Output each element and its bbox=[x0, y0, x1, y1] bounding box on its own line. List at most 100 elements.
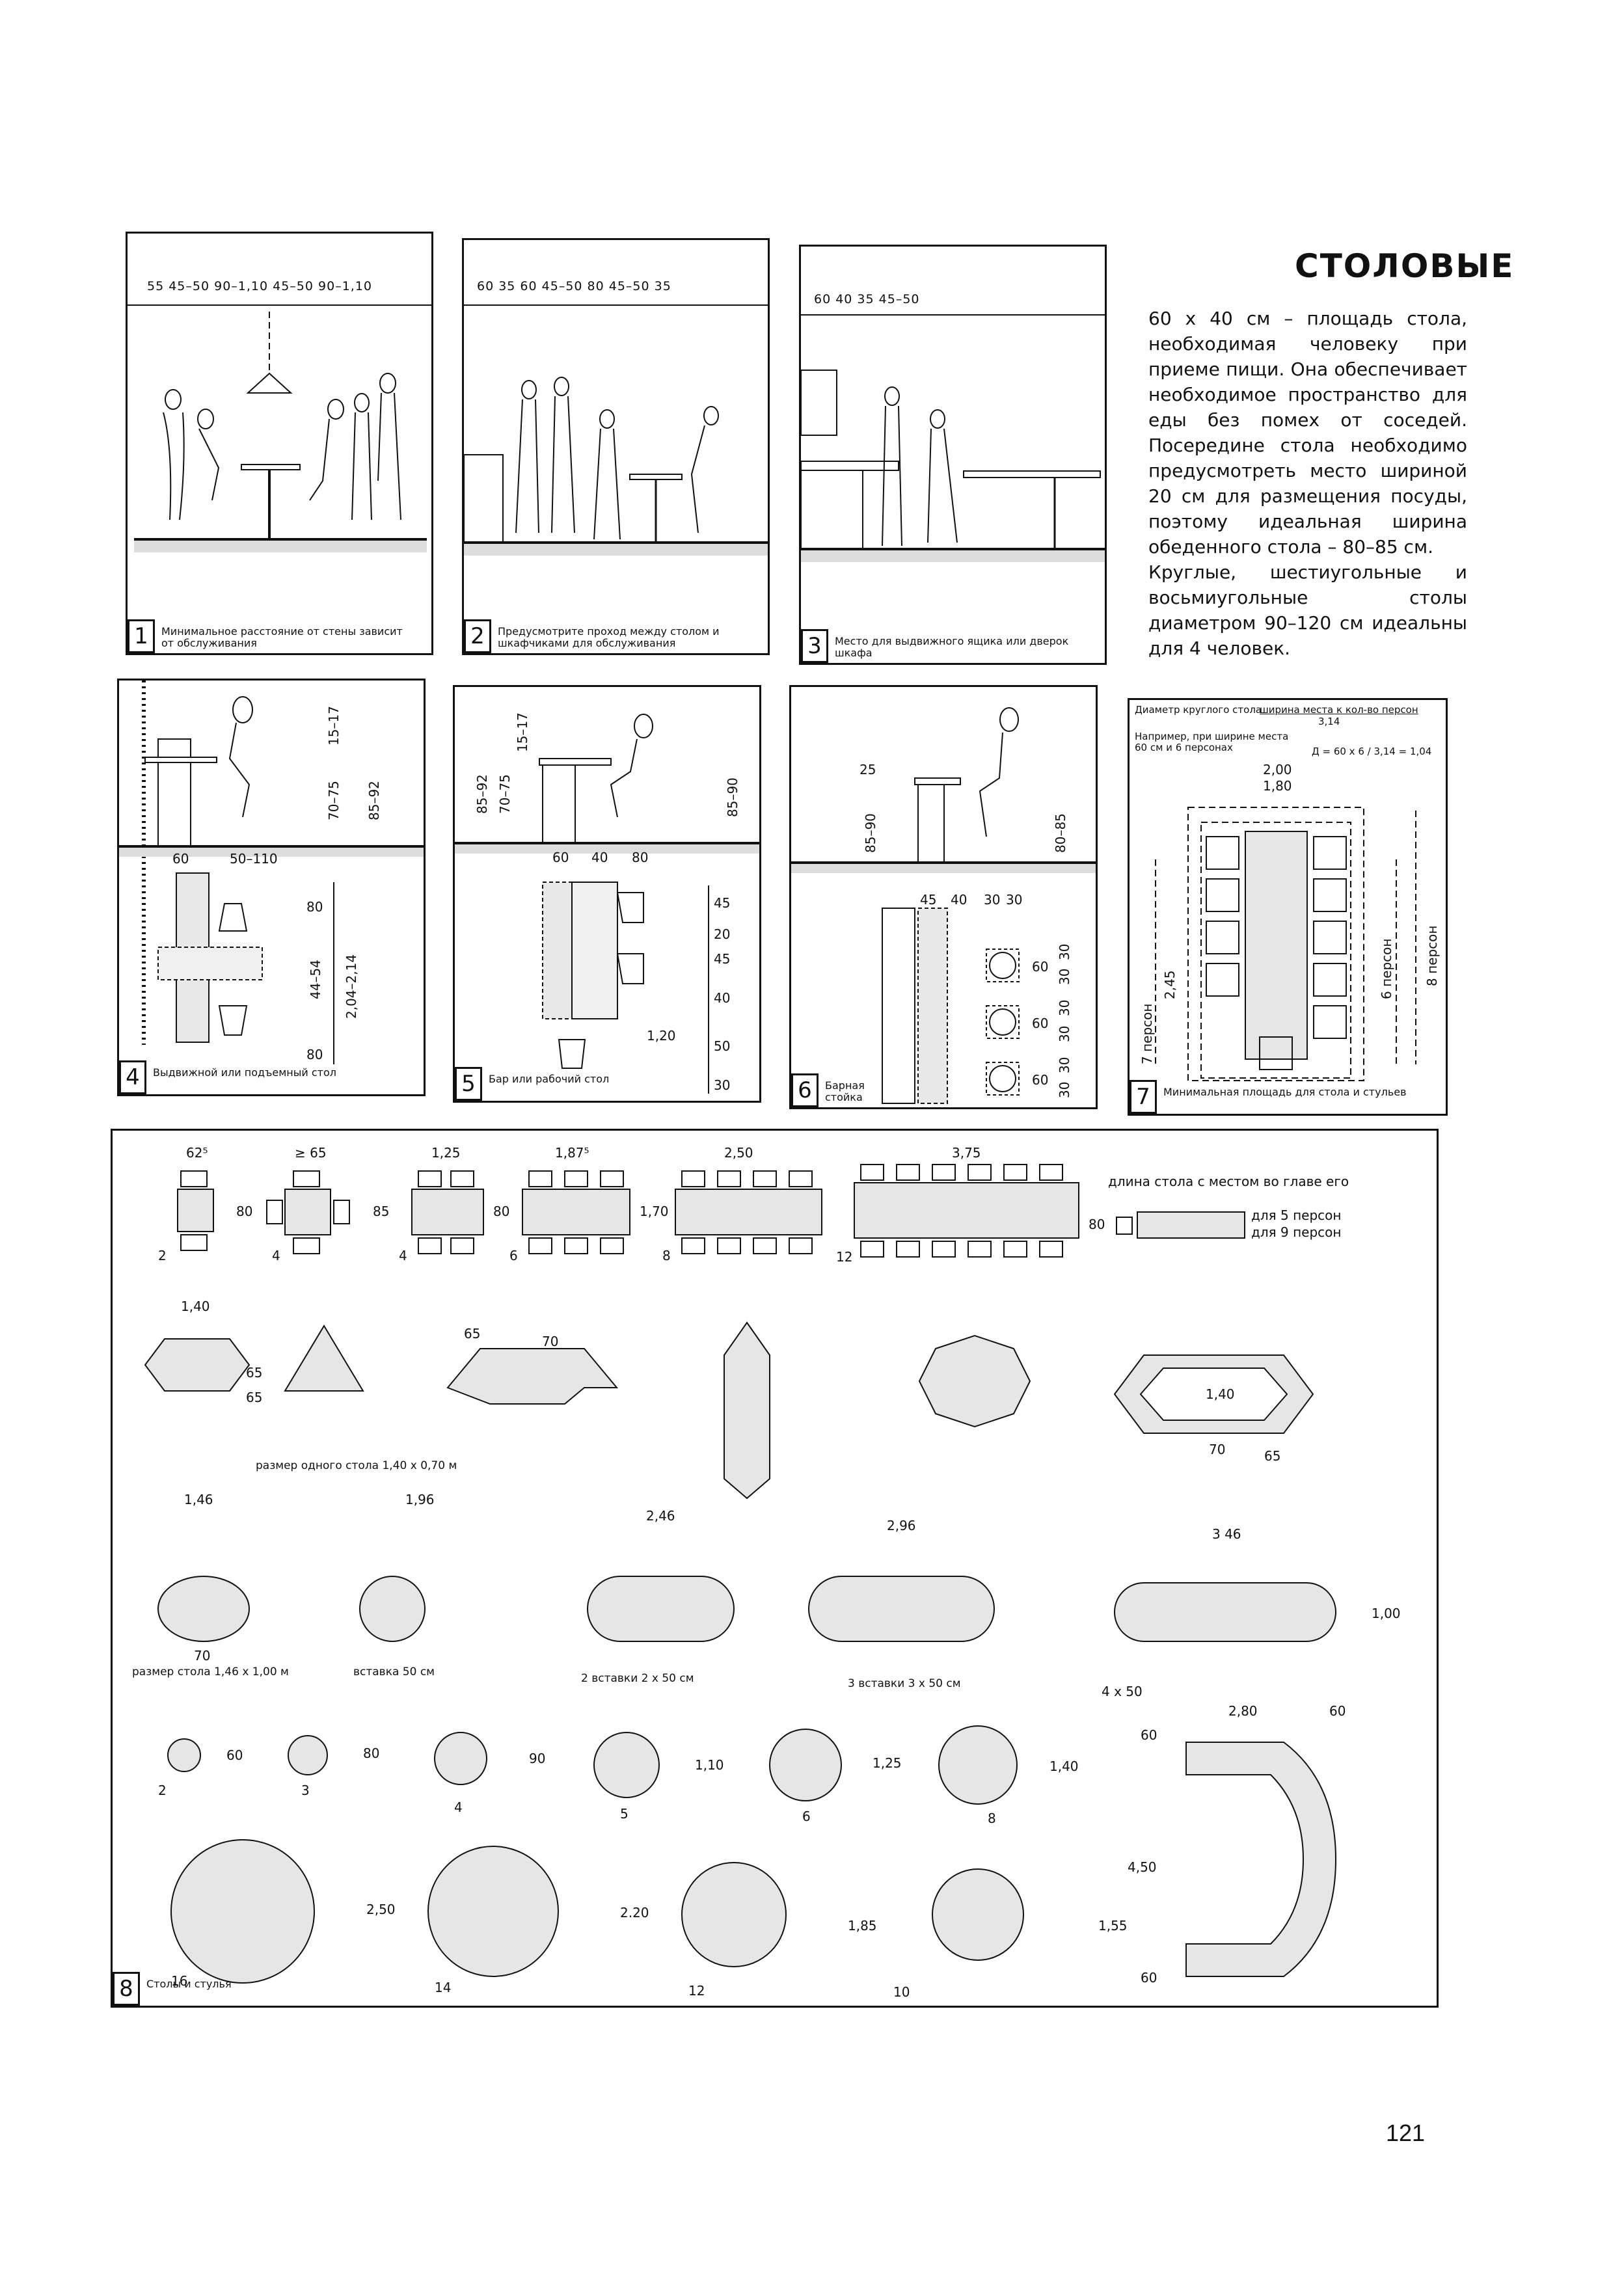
row4-round-tables bbox=[167, 1725, 1018, 1805]
p8-r1-count-5: 12 bbox=[836, 1249, 853, 1265]
panel-5-caption: 5 Бар или рабочий стол bbox=[455, 1067, 609, 1101]
p7-formula-label: Диаметр круглого стола bbox=[1135, 704, 1262, 716]
p8-r1-count-2: 4 bbox=[399, 1248, 407, 1263]
panel-3-caption: 3 Место для выдвижного ящика или дверок … bbox=[801, 629, 1076, 663]
panel-4: 60 50–110 80 44–54 2,04–2,14 80 15–17 70… bbox=[117, 679, 426, 1096]
panel-7-caption: 7 Минимальная площадь для стола и стулье… bbox=[1130, 1080, 1437, 1114]
panel-3-illustration bbox=[801, 314, 1105, 562]
p8-r5-count-0: 16 bbox=[171, 1973, 188, 1989]
p6-label-30-5: 30 bbox=[1057, 1057, 1072, 1073]
p4-label-50-110: 50–110 bbox=[230, 851, 278, 867]
p8-r4-count-5: 8 bbox=[988, 1811, 996, 1826]
p6-label-30-6: 30 bbox=[1057, 1081, 1072, 1098]
panel-2-dims: 60 35 60 45–50 80 45–50 35 bbox=[477, 279, 671, 293]
u-shaped-table bbox=[1185, 1742, 1337, 1977]
p5-label-70-75: 70–75 bbox=[497, 774, 513, 814]
panel-1-illustration bbox=[128, 304, 431, 552]
p8-r1-count-1: 4 bbox=[272, 1248, 280, 1263]
panel-8-number: 8 bbox=[113, 1972, 140, 2006]
p6-label-30-1: 30 bbox=[1057, 943, 1072, 960]
p4-label-80a: 80 bbox=[306, 899, 323, 915]
p6-label-30a: 30 bbox=[984, 892, 1001, 908]
p5-label-45b: 45 bbox=[714, 951, 731, 967]
p6-label-80-85: 80–85 bbox=[1053, 813, 1068, 853]
p8-r4-dim-5: 1,40 bbox=[1049, 1758, 1079, 1774]
panel-1-caption: 1 Минимальное расстояние от стены зависи… bbox=[128, 619, 409, 653]
p8-r2-dim-1: 65 bbox=[246, 1365, 263, 1381]
p8-r4-dim-4: 1,25 bbox=[873, 1755, 902, 1771]
body-paragraph-2: Круглые, шестиугольные и восьмиугольные … bbox=[1148, 561, 1467, 659]
p8-r5-count-3: 10 bbox=[893, 1984, 910, 2000]
p8-r1-count-3: 6 bbox=[509, 1248, 518, 1263]
p8-r3-dim-2: 2,46 bbox=[646, 1508, 675, 1524]
p4-label-60: 60 bbox=[172, 851, 189, 867]
row1-rect-tables bbox=[177, 1164, 1245, 1258]
p6-label-30-2: 30 bbox=[1057, 968, 1072, 985]
panel-1: 55 45–50 90–1,10 45–50 90–1,10 1 Минимал… bbox=[126, 232, 433, 655]
p8-r5-dim-1: 2.20 bbox=[620, 1905, 649, 1920]
p8-r1-dim-4: 2,50 bbox=[724, 1145, 753, 1161]
p8-r1-dim-2: 1,25 bbox=[431, 1145, 461, 1161]
p7-formula-denom: 3,14 bbox=[1318, 716, 1340, 727]
p8-r3-note-2: 2 вставки 2 x 50 см bbox=[581, 1672, 694, 1685]
p8-r1-dim-5: 3,75 bbox=[952, 1145, 981, 1161]
p7-label-2-00: 2,00 bbox=[1263, 762, 1292, 777]
p8-r1-dim-0: 62⁵ bbox=[186, 1145, 208, 1161]
panel-5-caption-text: Бар или рабочий стол bbox=[489, 1073, 610, 1085]
p4-label-80b: 80 bbox=[306, 1047, 323, 1062]
panel-7-number: 7 bbox=[1130, 1080, 1157, 1114]
panel-1-number: 1 bbox=[128, 619, 155, 653]
panel-2-illustration bbox=[464, 304, 768, 556]
p8-head-9: для 9 персон bbox=[1251, 1224, 1342, 1240]
p4-label-85-92: 85–92 bbox=[366, 781, 382, 820]
p7-example: Например, при ширине места 60 см и 6 пер… bbox=[1135, 731, 1289, 753]
p5-label-45a: 45 bbox=[714, 895, 731, 911]
p8-head-5: для 5 персон bbox=[1251, 1207, 1342, 1223]
p8-r4-count-4: 6 bbox=[802, 1809, 811, 1824]
panel-6-number: 6 bbox=[791, 1073, 819, 1107]
p5-label-85-92: 85–92 bbox=[474, 774, 490, 814]
p8-u-dim-0: 2,80 bbox=[1228, 1703, 1258, 1719]
p8-r4-count-0: 2 bbox=[158, 1783, 167, 1798]
p8-r2-dim-3: 65 bbox=[464, 1326, 481, 1341]
p8-r4-dim-2: 90 bbox=[529, 1751, 546, 1766]
p8-r3-note-1: вставка 50 см bbox=[353, 1665, 435, 1678]
p8-r2-note: размер одного стола 1,40 x 0,70 м bbox=[256, 1459, 457, 1472]
p8-r2-dim-2: 65 bbox=[246, 1390, 263, 1405]
page-number: 121 bbox=[1386, 2120, 1426, 2146]
panel-6-caption-text: Барная стойка bbox=[825, 1079, 865, 1103]
p5-label-50: 50 bbox=[714, 1038, 731, 1054]
p8-r3-dim-7: 4 x 50 bbox=[1102, 1684, 1143, 1699]
p5-label-40: 40 bbox=[591, 850, 608, 865]
p4-label-2-04: 2,04–2,14 bbox=[344, 954, 359, 1019]
body-paragraph-1: 60 x 40 см – площадь стола, необходимая … bbox=[1148, 308, 1467, 558]
panel-2-number: 2 bbox=[464, 619, 491, 653]
panel-4-caption: 4 Выдвижной или подъемный стол bbox=[119, 1060, 336, 1094]
p8-head-80: 80 bbox=[1089, 1217, 1105, 1232]
p8-r3-dim-6: 1,00 bbox=[1372, 1606, 1401, 1621]
p8-r1-dim-3: 1,87⁵ bbox=[555, 1145, 589, 1161]
p8-r2-dim-0: 1,40 bbox=[181, 1299, 210, 1314]
p8-r2-dim-4: 70 bbox=[542, 1334, 559, 1349]
p8-r1-side-0: 80 bbox=[236, 1204, 253, 1219]
panel-2-caption: 2 Предусмотрите проход между столом и шк… bbox=[464, 619, 738, 653]
p5-label-1-20: 1,20 bbox=[647, 1028, 676, 1044]
p8-r5-dim-2: 1,85 bbox=[848, 1918, 877, 1933]
p8-u-dim-4: 60 bbox=[1141, 1970, 1157, 1986]
p8-r3-dim-0: 1,46 bbox=[184, 1492, 213, 1507]
row2-shaped-tables bbox=[144, 1321, 1314, 1500]
p6-label-60c: 60 bbox=[1032, 1072, 1049, 1088]
page-title: СТОЛОВЫЕ bbox=[1295, 247, 1515, 285]
panel-8: 62⁵ ≥ 65 1,25 1,87⁵ 2,50 3,75 80 85 80 1… bbox=[111, 1129, 1439, 2008]
p6-label-60b: 60 bbox=[1032, 1016, 1049, 1031]
panel-4-illustration bbox=[119, 680, 424, 1064]
p6-label-40: 40 bbox=[951, 892, 968, 908]
panel-3-number: 3 bbox=[801, 629, 828, 663]
panel-7-illustration bbox=[1155, 807, 1416, 1081]
p8-r3-dim-4: 3 46 bbox=[1212, 1526, 1241, 1542]
p7-formula-numer: ширина места к кол-во персон bbox=[1260, 704, 1418, 716]
panel-8-caption: 8 Столы и стулья bbox=[113, 1972, 232, 2006]
panel-3-dims: 60 40 35 45–50 bbox=[814, 292, 920, 306]
p6-label-25: 25 bbox=[859, 762, 876, 777]
p8-u-dim-3: 4,50 bbox=[1128, 1859, 1157, 1875]
